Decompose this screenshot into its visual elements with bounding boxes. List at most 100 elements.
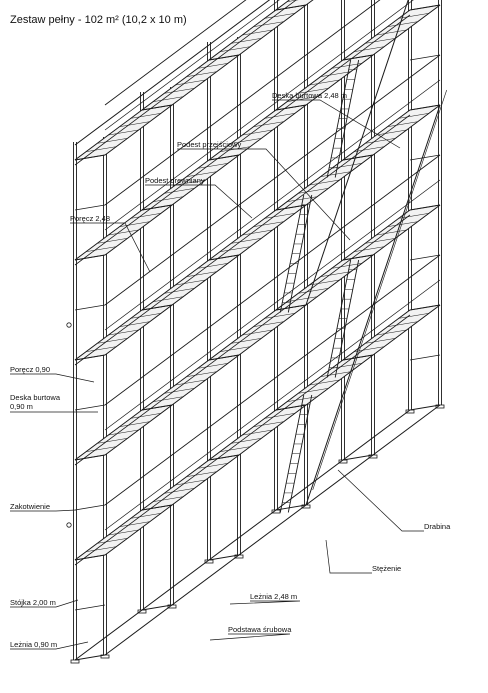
platform-slat — [97, 138, 128, 144]
scaffold-transom — [208, 254, 240, 261]
platform-slat — [175, 179, 206, 186]
platform-slat — [108, 429, 139, 436]
scaffold-transom — [275, 4, 307, 11]
callout-leader — [177, 148, 351, 241]
platform-slat — [86, 546, 117, 552]
platform-slat — [287, 96, 318, 102]
label-podest-przejsciowy: Podest przejściowy — [177, 140, 242, 149]
platform-slat — [86, 146, 117, 152]
platform-slat — [309, 379, 340, 386]
guardrail-mid — [104, 179, 441, 431]
platform-slat — [309, 279, 340, 286]
platform-slat — [354, 246, 385, 252]
guardrail — [104, 54, 441, 306]
scaffold-transom — [275, 204, 307, 211]
platform-slat — [119, 121, 150, 127]
label-zakotwienie: Zakotwienie — [10, 502, 51, 511]
label-stojka-200: Stójka 2,00 m — [10, 598, 56, 607]
platform-slat — [231, 438, 262, 444]
platform-slat — [242, 29, 273, 36]
scaffold-transom — [409, 204, 441, 211]
scaffold-transom — [342, 454, 374, 461]
platform-slat — [186, 471, 217, 477]
platform-slat — [298, 288, 329, 294]
platform-slat — [287, 196, 318, 202]
platform-slat — [220, 446, 251, 452]
top-guardrail — [74, 0, 271, 146]
platform-slat — [108, 129, 139, 136]
end-guardrail — [74, 204, 106, 211]
platform-slat — [153, 496, 184, 502]
scaffold-transom — [275, 104, 307, 111]
platform-slat — [175, 79, 206, 86]
label-drabina: Drabina — [424, 522, 451, 531]
toe-board — [74, 214, 411, 466]
callout-leader — [325, 539, 372, 574]
platform-slat — [387, 21, 418, 27]
platform-slat — [354, 46, 385, 52]
platform-slat — [220, 246, 251, 252]
scaffold-transom — [409, 104, 441, 111]
platform-slat — [264, 213, 295, 219]
platform-slat — [398, 113, 429, 119]
platform-slat — [264, 313, 295, 319]
platform-slat — [86, 446, 117, 452]
scaffold-transom — [141, 404, 173, 411]
callout-leader — [70, 222, 151, 273]
guardrail-mid — [104, 279, 441, 531]
platform-slat — [175, 479, 206, 486]
callout-leader — [209, 633, 291, 641]
scaffold-transom — [74, 654, 106, 661]
guardrail-mid — [104, 0, 414, 231]
platform-slat — [387, 221, 418, 227]
platform-slat — [186, 271, 217, 277]
platform-slat — [365, 238, 396, 244]
guardrail — [104, 0, 381, 206]
label-porecz-248: Poręcz 2,48 — [70, 214, 111, 223]
platform-slat — [253, 221, 284, 227]
end-guardrail — [409, 354, 441, 361]
scaffold-ledger — [74, 409, 411, 661]
label-lezia-248: Leżnia 2,48 m — [250, 592, 298, 601]
scaffold-transom — [342, 54, 374, 61]
end-guardrail — [409, 254, 441, 261]
platform-slat — [298, 188, 329, 194]
toe-board — [74, 0, 297, 166]
scaffold-transom — [208, 554, 240, 561]
scaffold-transom — [141, 604, 173, 611]
platform-slat — [253, 421, 284, 427]
platform-slat — [320, 71, 351, 77]
platform-slat — [287, 396, 318, 402]
scaffold-transom — [409, 404, 441, 411]
callout-leader — [10, 373, 95, 383]
callout-leaders — [10, 99, 424, 650]
platform-slat — [309, 79, 340, 86]
platform-slat — [175, 379, 206, 386]
scaffold-transom — [74, 254, 106, 261]
platform-slat — [220, 346, 251, 352]
guardrail — [104, 0, 247, 106]
end-guardrail — [409, 154, 441, 161]
platform-slat — [186, 171, 217, 177]
platform-slat — [387, 321, 418, 327]
platform-slat — [119, 521, 150, 527]
toe-board — [74, 114, 411, 366]
platform-slat — [197, 263, 228, 269]
platform-slat — [253, 321, 284, 327]
platform-slat — [398, 13, 429, 19]
page-title: Zestaw pełny - 102 m² (10,2 x 10 m) — [10, 14, 187, 26]
platform-slat — [242, 429, 273, 436]
label-stezenie: Stężenie — [372, 564, 402, 573]
callout-leader — [145, 184, 253, 219]
platform-slat — [197, 363, 228, 369]
scaffold-transom — [342, 154, 374, 161]
platform-slat — [197, 63, 228, 69]
platform-slat — [130, 413, 161, 419]
platform-slat — [153, 196, 184, 202]
platform-slat — [264, 13, 295, 19]
platform-slat — [331, 63, 362, 69]
platform-slat — [264, 113, 295, 119]
platform-slat — [253, 21, 284, 27]
platform-slat — [242, 129, 273, 136]
